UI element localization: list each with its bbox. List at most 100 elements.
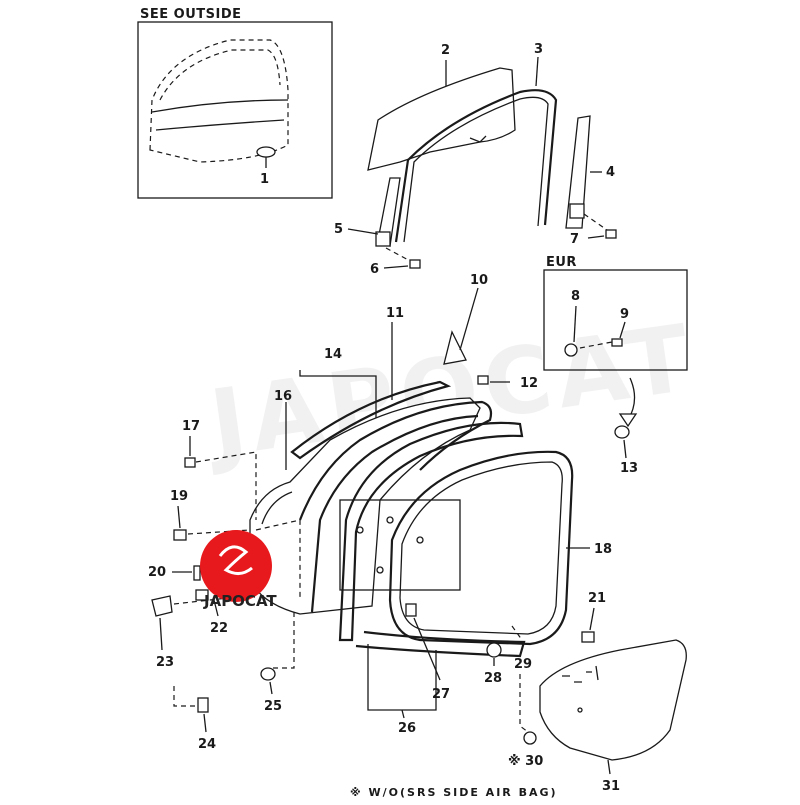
screw-12 bbox=[477, 375, 489, 385]
footnote: ※ W/O(SRS SIDE AIR BAG) bbox=[350, 786, 558, 799]
leader-17-dashed bbox=[195, 451, 257, 520]
leader-9 bbox=[619, 321, 626, 339]
bolt-6 bbox=[409, 259, 421, 269]
leader-27 bbox=[413, 617, 441, 681]
leader-8 bbox=[573, 305, 577, 343]
callout-19: 19 bbox=[170, 489, 188, 504]
opening-trim-inner bbox=[399, 461, 563, 635]
cover-dot bbox=[577, 707, 583, 713]
callout-12: 12 bbox=[520, 376, 538, 391]
rear-channel bbox=[565, 115, 591, 229]
callout-10: 10 bbox=[470, 273, 488, 288]
leader-10 bbox=[459, 287, 479, 351]
inset-eur-title: EUR bbox=[546, 255, 577, 270]
window-outline-dashed bbox=[159, 49, 281, 101]
callout-6: 6 bbox=[370, 262, 379, 277]
door-frame-upper bbox=[298, 400, 493, 521]
plug-25 bbox=[260, 667, 276, 681]
callout-4: 4 bbox=[606, 165, 615, 180]
callout-16: 16 bbox=[274, 389, 292, 404]
clip-27 bbox=[405, 603, 417, 617]
callout-29: 29 bbox=[514, 657, 532, 672]
inset-eur: EUR 8 9 bbox=[543, 255, 688, 371]
panel-hole-4 bbox=[376, 566, 384, 574]
panel-hole-3 bbox=[416, 536, 424, 544]
service-hole-cover bbox=[539, 639, 687, 761]
leader-7-dashed bbox=[583, 213, 611, 233]
leader-29-dashed bbox=[511, 625, 523, 641]
plug-30 bbox=[523, 731, 537, 745]
callout-31: 31 bbox=[602, 779, 620, 794]
cover-marks bbox=[562, 665, 599, 683]
inset-see-outside-title: SEE OUTSIDE bbox=[140, 7, 242, 22]
leader-23 bbox=[159, 617, 163, 651]
belt-line bbox=[151, 99, 289, 113]
leader-23-dashed bbox=[173, 595, 247, 605]
rear-channel-bracket bbox=[569, 203, 585, 219]
lower-parts: 26 27 28 29 ※ 30 21 31 bbox=[367, 591, 687, 794]
door-hinge bbox=[151, 595, 173, 617]
callout-17: 17 bbox=[182, 419, 200, 434]
bolt-24 bbox=[197, 697, 209, 713]
glass-run bbox=[394, 89, 558, 243]
leader-7 bbox=[587, 235, 605, 239]
opening-trim bbox=[388, 450, 574, 646]
callout-18: 18 bbox=[594, 542, 612, 557]
leader-26 bbox=[401, 709, 405, 719]
callout-23: 23 bbox=[156, 655, 174, 670]
callout-14: 14 bbox=[324, 347, 342, 362]
leader-24-dashed bbox=[173, 686, 198, 707]
callout-2: 2 bbox=[441, 43, 450, 58]
callout-22: 22 bbox=[210, 621, 228, 636]
callout-5: 5 bbox=[334, 222, 343, 237]
callout-28: 28 bbox=[484, 671, 502, 686]
logo-circle bbox=[200, 530, 272, 602]
body-crease bbox=[155, 119, 285, 131]
callout-25: 25 bbox=[264, 699, 282, 714]
callout-21: 21 bbox=[588, 591, 606, 606]
leader-25 bbox=[269, 681, 273, 695]
callout-30: ※ 30 bbox=[508, 754, 543, 769]
glass-tab bbox=[469, 135, 487, 143]
leader-5 bbox=[347, 228, 379, 235]
inset-eur-frame bbox=[543, 269, 688, 371]
door-weatherstrip bbox=[338, 421, 524, 642]
callout-9: 9 bbox=[620, 307, 629, 322]
leader-9-dashed bbox=[579, 341, 613, 349]
eur-arrow-head bbox=[618, 413, 638, 428]
japocat-logo: JAPOCAT bbox=[200, 530, 277, 610]
clip-13 bbox=[614, 425, 630, 439]
clip-21 bbox=[581, 631, 595, 643]
leader-21 bbox=[589, 607, 595, 631]
leader-19 bbox=[177, 505, 181, 529]
leader-19-dashed bbox=[187, 529, 251, 535]
door-glass bbox=[367, 67, 516, 171]
pin-20 bbox=[193, 565, 201, 581]
callout-1: 1 bbox=[260, 172, 269, 187]
window-assembly: 2 3 4 7 5 6 bbox=[334, 42, 617, 277]
callout-3: 3 bbox=[534, 42, 543, 57]
glass-run-inner bbox=[403, 96, 549, 243]
door-handle-part bbox=[256, 146, 276, 158]
left-hardware: 17 19 20 22 23 24 25 bbox=[148, 419, 295, 752]
logo-text: JAPOCAT bbox=[203, 592, 277, 610]
leader-6 bbox=[383, 265, 409, 269]
leader-25-dashed bbox=[272, 612, 295, 669]
bolt-7 bbox=[605, 229, 617, 239]
bracket-14 bbox=[299, 370, 377, 448]
door-frame-inner bbox=[310, 414, 479, 613]
inset-see-outside: SEE OUTSIDE 1 bbox=[137, 7, 333, 199]
bolt-22 bbox=[195, 589, 209, 601]
callout-11: 11 bbox=[386, 306, 404, 321]
leader-31 bbox=[607, 759, 611, 775]
leader-22 bbox=[213, 599, 219, 617]
callout-8: 8 bbox=[571, 289, 580, 304]
leader-30-dashed bbox=[519, 674, 529, 733]
callout-13: 13 bbox=[620, 461, 638, 476]
bracket-26 bbox=[367, 644, 437, 711]
leader-24 bbox=[203, 713, 207, 733]
panel-hole-2 bbox=[386, 516, 394, 524]
belt-moulding bbox=[290, 380, 452, 460]
front-channel-bracket bbox=[375, 231, 391, 247]
callout-27: 27 bbox=[432, 687, 450, 702]
